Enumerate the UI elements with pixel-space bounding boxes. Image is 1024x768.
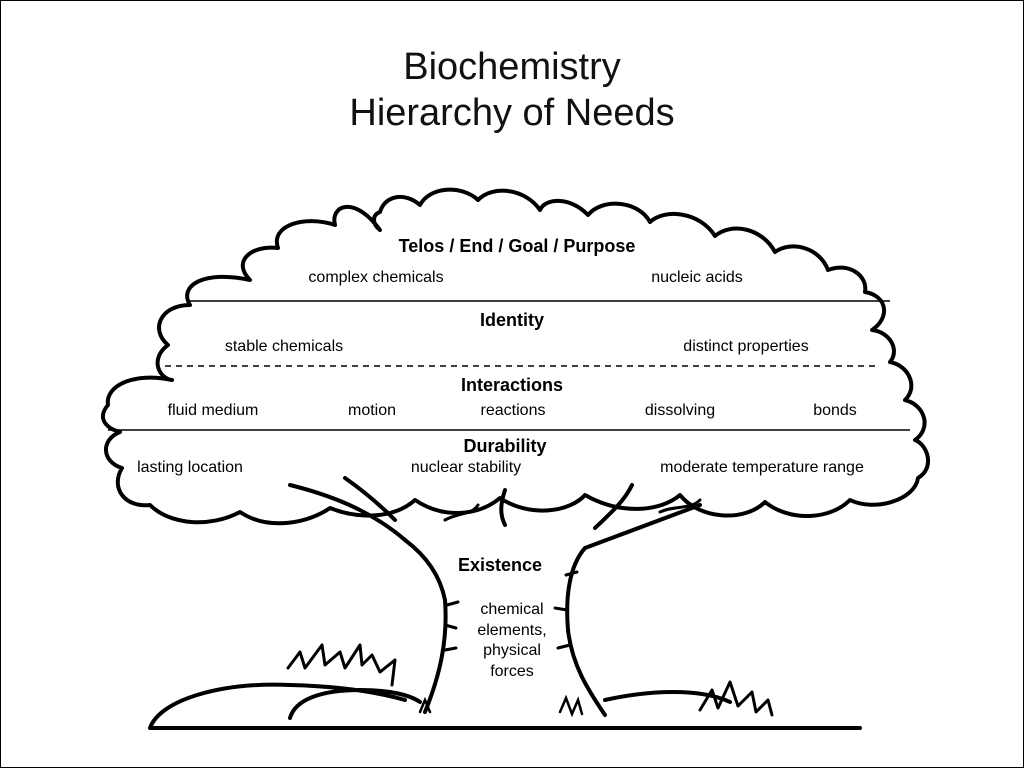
title-line-2: Hierarchy of Needs [349,92,675,134]
tree-branches [288,476,702,550]
tree-trunk [403,538,607,717]
ground-hills [148,682,862,730]
durability-heading: Durability [463,436,547,456]
identity-heading: Identity [479,310,545,330]
identity-item: stable chemicals [224,338,344,355]
existence-line: elements, [477,621,547,639]
telos-heading: Telos / End / Goal / Purpose [398,236,636,256]
durability-item: lasting location [137,459,243,476]
interactions-item: fluid medium [167,402,259,419]
durability-item: nuclear stability [410,459,522,476]
existence-line: chemical [480,601,544,618]
existence-line: physical [483,642,541,659]
telos-item: nucleic acids [651,269,743,286]
interactions-item: motion [347,402,397,419]
grass-left [286,643,397,687]
interactions-heading: Interactions [460,375,564,395]
existence-heading: Existence [457,555,543,575]
existence-description: chemical elements, physical forces [457,600,567,682]
durability-item: moderate temperature range [660,459,864,476]
interactions-item: reactions [480,402,546,419]
interactions-item: bonds [813,402,857,419]
title-line-1: Biochemistry [403,46,621,88]
grass-right [698,680,774,717]
canopy-outline [100,187,930,526]
interactions-item: dissolving [644,402,716,419]
identity-item: distinct properties [683,338,809,355]
telos-item: complex chemicals [308,269,444,286]
existence-line: forces [490,662,534,680]
